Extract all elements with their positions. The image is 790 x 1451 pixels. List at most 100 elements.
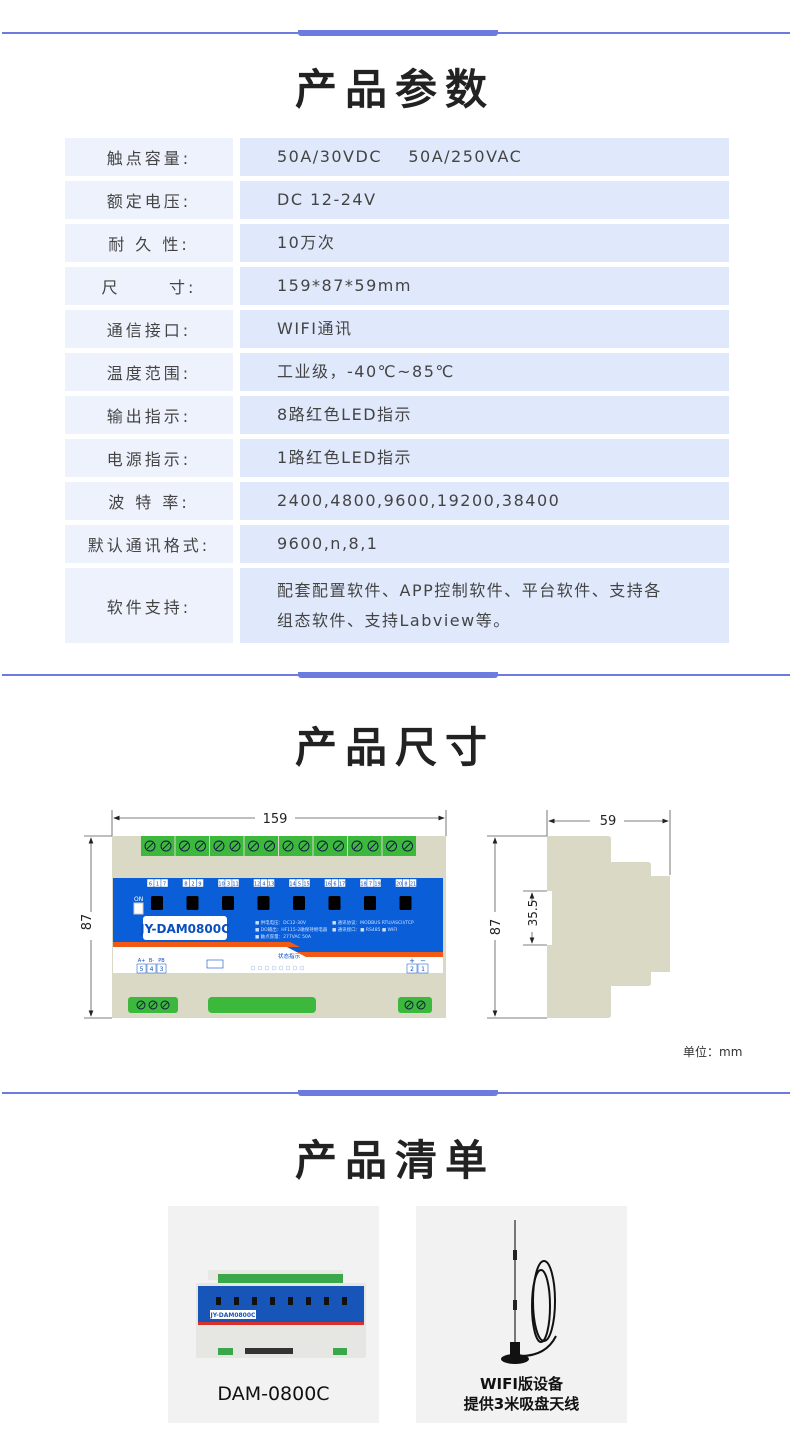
rail-label: 35.5 [526,900,540,927]
svg-text:■ 供电电压：DC12-30V: ■ 供电电压：DC12-30V [255,919,307,926]
terminal-block [279,836,313,856]
relay-led [222,896,234,910]
section-divider [2,672,790,678]
relay-pin-label: 6 [333,882,336,888]
svg-text:A+: A+ [138,958,146,964]
relay-pin-label: 21 [410,882,416,888]
svg-text:−: − [420,957,426,965]
param-row: 温度范围:工业级，-40℃~85℃ [65,353,729,391]
param-label: 电源指示: [65,439,233,477]
screw-icon [179,840,190,852]
terminal-block [210,836,244,856]
depth-label: 59 [600,814,617,829]
power-terminal: +2−1 [406,957,429,974]
svg-text:1: 1 [421,966,425,973]
screw-icon [148,1000,158,1010]
relay-pin-label: 20 [396,882,402,888]
relay-pin-label: 11 [232,882,238,888]
param-row: 电源指示: 1路红色LED指示 [65,439,729,477]
screw-icon [351,840,363,852]
svg-text:5: 5 [140,966,144,973]
svg-text:JY-DAM0800C: JY-DAM0800C [210,1312,256,1319]
param-row: 软件支持:配套配置软件、APP控制软件、平台软件、支持各组态软件、支持Labvi… [65,568,729,643]
dip-switch-icon [133,902,144,915]
relay-pin-label: 3 [227,882,230,888]
terminal-block [244,836,278,856]
relay-pin-label: 2 [191,882,194,888]
product-card-antenna: WIFI版设备 提供3米吸盘天线 [416,1206,627,1423]
param-label: 耐 久 性: [65,224,233,262]
param-value-text: DC 12-24V [277,190,377,209]
size-title: 产品尺寸 [294,723,495,772]
param-value-text: 159*87*59mm [277,276,412,295]
param-value: 159*87*59mm [240,267,729,305]
param-value: 50A/30VDC 50A/250VAC [240,138,729,176]
svg-text:4: 4 [150,966,154,973]
relay-pin-label: 16 [325,882,331,888]
product-caption: DAM-0800C [217,1383,330,1405]
screw-icon [317,840,328,852]
relay-pin-label: 5 [298,882,301,888]
relay-pin-label: 7 [163,882,166,888]
screw-icon [160,840,172,852]
param-label: 通信接口: [65,310,233,348]
param-value: 9600,n,8,1 [240,525,729,563]
param-label: 输出指示: [65,396,233,434]
product-caption-line2: 提供3米吸盘天线 [463,1395,580,1413]
device-photo: JY-DAM0800C [196,1270,366,1358]
param-label: 软件支持: [65,568,233,643]
param-row: 默认通讯格式: 9600,n,8,1 [65,525,729,563]
screw-icon [264,840,275,852]
svg-text:3: 3 [160,966,164,973]
orange-stripe [113,942,443,957]
relay-pin-label: 4 [262,882,265,888]
terminal-block [141,836,175,856]
width-dimension [111,810,447,836]
width-label: 159 [263,812,288,827]
param-value: 工业级，-40℃~85℃ [240,353,729,391]
height-label: 87 [80,914,95,931]
param-value: 2400,4800,9600,19200,38400 [240,482,729,520]
param-value: WIFI通讯 [240,310,729,348]
svg-text:■ 触点容量：277VAC 50A: ■ 触点容量：277VAC 50A [255,933,312,940]
param-value: 8路红色LED指示 [240,396,729,434]
svg-text:PB: PB [158,958,165,964]
param-label: 尺 寸: [65,267,233,305]
relay-led [151,896,163,910]
params-title: 产品参数 [294,65,495,114]
relay-pin-label: 12 [254,882,260,888]
param-value: 1路红色LED指示 [240,439,729,477]
relay-pin-label: 19 [374,882,380,888]
relay-led [399,896,412,910]
param-value-text: WIFI通讯 [277,319,353,338]
screw-icon [229,840,241,852]
side-height-label: 87 [489,919,504,936]
screw-icon [367,840,379,852]
param-value-text: 9600,n,8,1 [277,534,379,553]
screw-icon [404,1000,414,1010]
param-label: 默认通讯格式: [65,525,233,563]
terminal-block [382,836,416,856]
relay-pin-label: 17 [339,882,345,888]
param-label: 额定电压: [65,181,233,219]
relay-led [364,896,376,910]
param-value-text: 8路红色LED指示 [277,405,413,424]
param-row: 通信接口: WIFI通讯 [65,310,729,348]
section-divider [2,30,790,36]
param-value: DC 12-24V [240,181,729,219]
param-row: 耐 久 性:10万次 [65,224,729,262]
relay-pin-label: 9 [198,882,201,888]
param-value-text: 1路红色LED指示 [277,448,413,467]
screw-icon [298,840,310,852]
model-badge [143,916,227,940]
product-card-device: JY-DAM0800C DAM-0800C [168,1206,379,1423]
relay-led [328,896,341,910]
screw-icon [213,840,225,852]
screw-icon [282,840,294,852]
status-label: 状态指示 [278,952,301,960]
bottom-terminal-right [398,997,432,1013]
list-title: 产品清单 [294,1136,495,1185]
